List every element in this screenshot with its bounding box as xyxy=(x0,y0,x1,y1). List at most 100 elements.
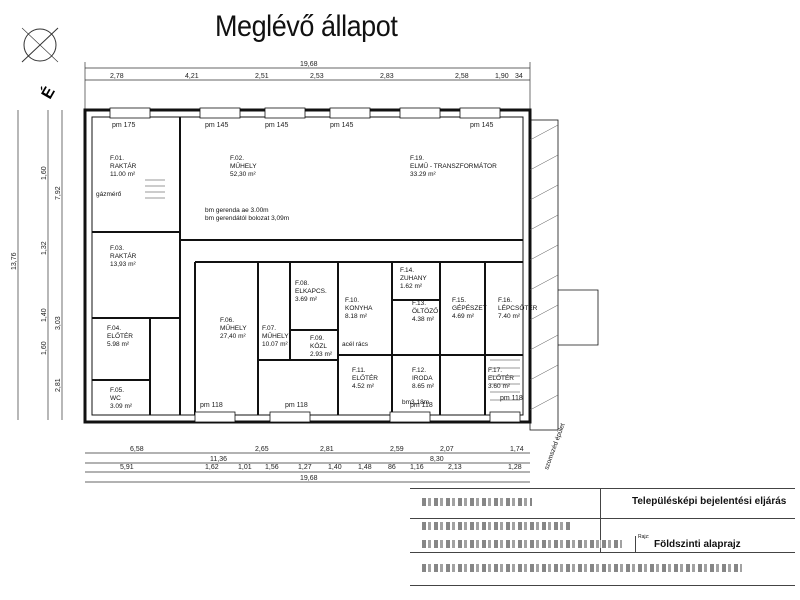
room-name: RAKTÁR xyxy=(110,251,137,260)
room-area: 3.69 m² xyxy=(295,296,318,303)
dim-left: 2,81 xyxy=(55,378,62,392)
dim-top: 2,83 xyxy=(380,73,394,80)
room-name: ZUHANY xyxy=(400,275,427,282)
dim-bottom-1: 2,65 xyxy=(255,446,269,453)
room-area: 3.60 m² xyxy=(488,383,511,390)
room-area: 4.52 m² xyxy=(352,383,375,390)
room-area: 7.40 m² xyxy=(498,313,521,320)
note-girder-1: bm gerenda ae 3.00m xyxy=(205,207,269,214)
room-code: F.19. xyxy=(410,155,424,162)
dim-left: 1,40 xyxy=(41,308,48,322)
dim-top: 2,78 xyxy=(110,73,124,80)
room-name: LÉPCSŐTÉR xyxy=(498,303,538,312)
dim-top: 2,58 xyxy=(455,73,469,80)
window-label: pm 145 xyxy=(470,122,493,129)
room-code: F.16. xyxy=(498,297,512,304)
window-label: pm 145 xyxy=(205,122,228,129)
title-block-small-label: Rajz: xyxy=(638,534,650,540)
title-block-drawing-name: Földszinti alaprajz xyxy=(654,539,741,550)
room-area: 3.09 m² xyxy=(110,403,133,410)
dim-bottom-3: 1,16 xyxy=(410,464,424,471)
note-gas-meter: gázmérő xyxy=(96,191,122,198)
note-adjacent: szomszéd épület xyxy=(543,422,566,470)
title-block-procedure: Településképi bejelentési eljárás xyxy=(632,496,787,507)
drawing-title: Meglévő állapot xyxy=(215,10,398,43)
dim-bottom-1: 2,07 xyxy=(440,446,454,453)
room-name: KONYHA xyxy=(345,305,373,312)
room-area: 8.65 m² xyxy=(412,383,435,390)
room-name: GÉPÉSZET xyxy=(452,303,487,312)
room-code: F.01. xyxy=(110,155,124,162)
dim-bottom-3: 5,91 xyxy=(120,464,134,471)
dim-bottom-2: 8,30 xyxy=(430,456,444,463)
dim-bottom-1: 2,59 xyxy=(390,446,404,453)
window-label: pm 118 xyxy=(500,395,523,402)
dim-overall-height: 13,76 xyxy=(11,252,18,270)
room-area: 5.98 m² xyxy=(107,341,130,348)
room-code: F.15. xyxy=(452,297,466,304)
dim-bottom-3: 1,56 xyxy=(265,464,279,471)
note-girder-2: bm gerendától bolozat 3,09m xyxy=(205,215,289,222)
dim-top: 4,21 xyxy=(185,73,199,80)
room-area: 4.38 m² xyxy=(412,316,435,323)
dim-bottom-3: 1,62 xyxy=(205,464,219,471)
room-code: F.04. xyxy=(107,325,121,332)
room-name: IRODA xyxy=(412,375,433,382)
dim-left: 1,60 xyxy=(41,166,48,180)
dim-bottom-3: 1,27 xyxy=(298,464,312,471)
dim-left: 3,03 xyxy=(55,316,62,330)
window-label: pm 175 xyxy=(112,122,135,129)
note-bm: bm3,18m xyxy=(402,399,429,406)
room-area: 10.07 m² xyxy=(262,341,288,348)
room-name: RAKTÁR xyxy=(110,161,137,170)
dim-bottom-2: 11,36 xyxy=(210,456,227,463)
room-name: MŰHELY xyxy=(220,323,247,332)
room-area: 8.18 m² xyxy=(345,313,368,320)
room-code: F.10. xyxy=(345,297,359,304)
dim-bottom-3: 1,28 xyxy=(508,464,522,471)
window-label: pm 118 xyxy=(410,402,433,409)
room-name: MŰHELY xyxy=(230,161,257,170)
room-code: F.06. xyxy=(220,317,234,324)
room-name: ELŐTÉR xyxy=(352,373,378,382)
dim-bottom-3: 1,40 xyxy=(328,464,342,471)
dim-bottom-1: 2,81 xyxy=(320,446,334,453)
room-area: 13,93 m² xyxy=(110,261,136,268)
dim-total-width-bottom: 19,68 xyxy=(300,475,318,482)
room-name: ELKAPCS. xyxy=(295,288,327,295)
room-area: 4.69 m² xyxy=(452,313,475,320)
room-code: F.11. xyxy=(352,367,366,374)
dim-bottom-3: 86 xyxy=(388,464,396,471)
dim-top: 2,51 xyxy=(255,73,269,80)
room-code: F.02. xyxy=(230,155,244,162)
room-code: F.08. xyxy=(295,280,309,287)
room-name: ELŐTÉR xyxy=(488,373,514,382)
dim-top: 34 xyxy=(515,73,523,80)
room-area: 1.62 m² xyxy=(400,283,423,290)
room-name: ELŐTÉR xyxy=(107,331,133,340)
dim-top: 2,53 xyxy=(310,73,324,80)
dim-top: 1,90 xyxy=(495,73,509,80)
window-label: pm 145 xyxy=(330,122,353,129)
room-name: MŰHELY xyxy=(262,331,289,340)
room-name: ÖLTÖZŐ xyxy=(412,306,438,315)
room-code: F.05. xyxy=(110,387,124,394)
room-code: F.14. xyxy=(400,267,414,274)
room-code: F.17. xyxy=(488,367,502,374)
dim-total-width-top: 19,68 xyxy=(300,61,318,68)
room-code: F.12. xyxy=(412,367,426,374)
dim-bottom-3: 2,13 xyxy=(448,464,462,471)
room-name: KÖZL xyxy=(310,342,327,350)
room-code: F.13. xyxy=(412,300,426,307)
dim-left: 1,60 xyxy=(41,341,48,355)
room-area: 27,40 m² xyxy=(220,333,246,340)
window-label: pm 118 xyxy=(285,402,308,409)
dim-bottom-3: 1,48 xyxy=(358,464,372,471)
room-code: F.03. xyxy=(110,245,124,252)
north-mark: É xyxy=(37,83,59,102)
dim-left: 1,32 xyxy=(41,241,48,255)
room-area: 33.29 m² xyxy=(410,171,436,178)
title-block: Településképi bejelentési eljárás Földsz… xyxy=(410,488,795,586)
room-code: F.07. xyxy=(262,325,276,332)
